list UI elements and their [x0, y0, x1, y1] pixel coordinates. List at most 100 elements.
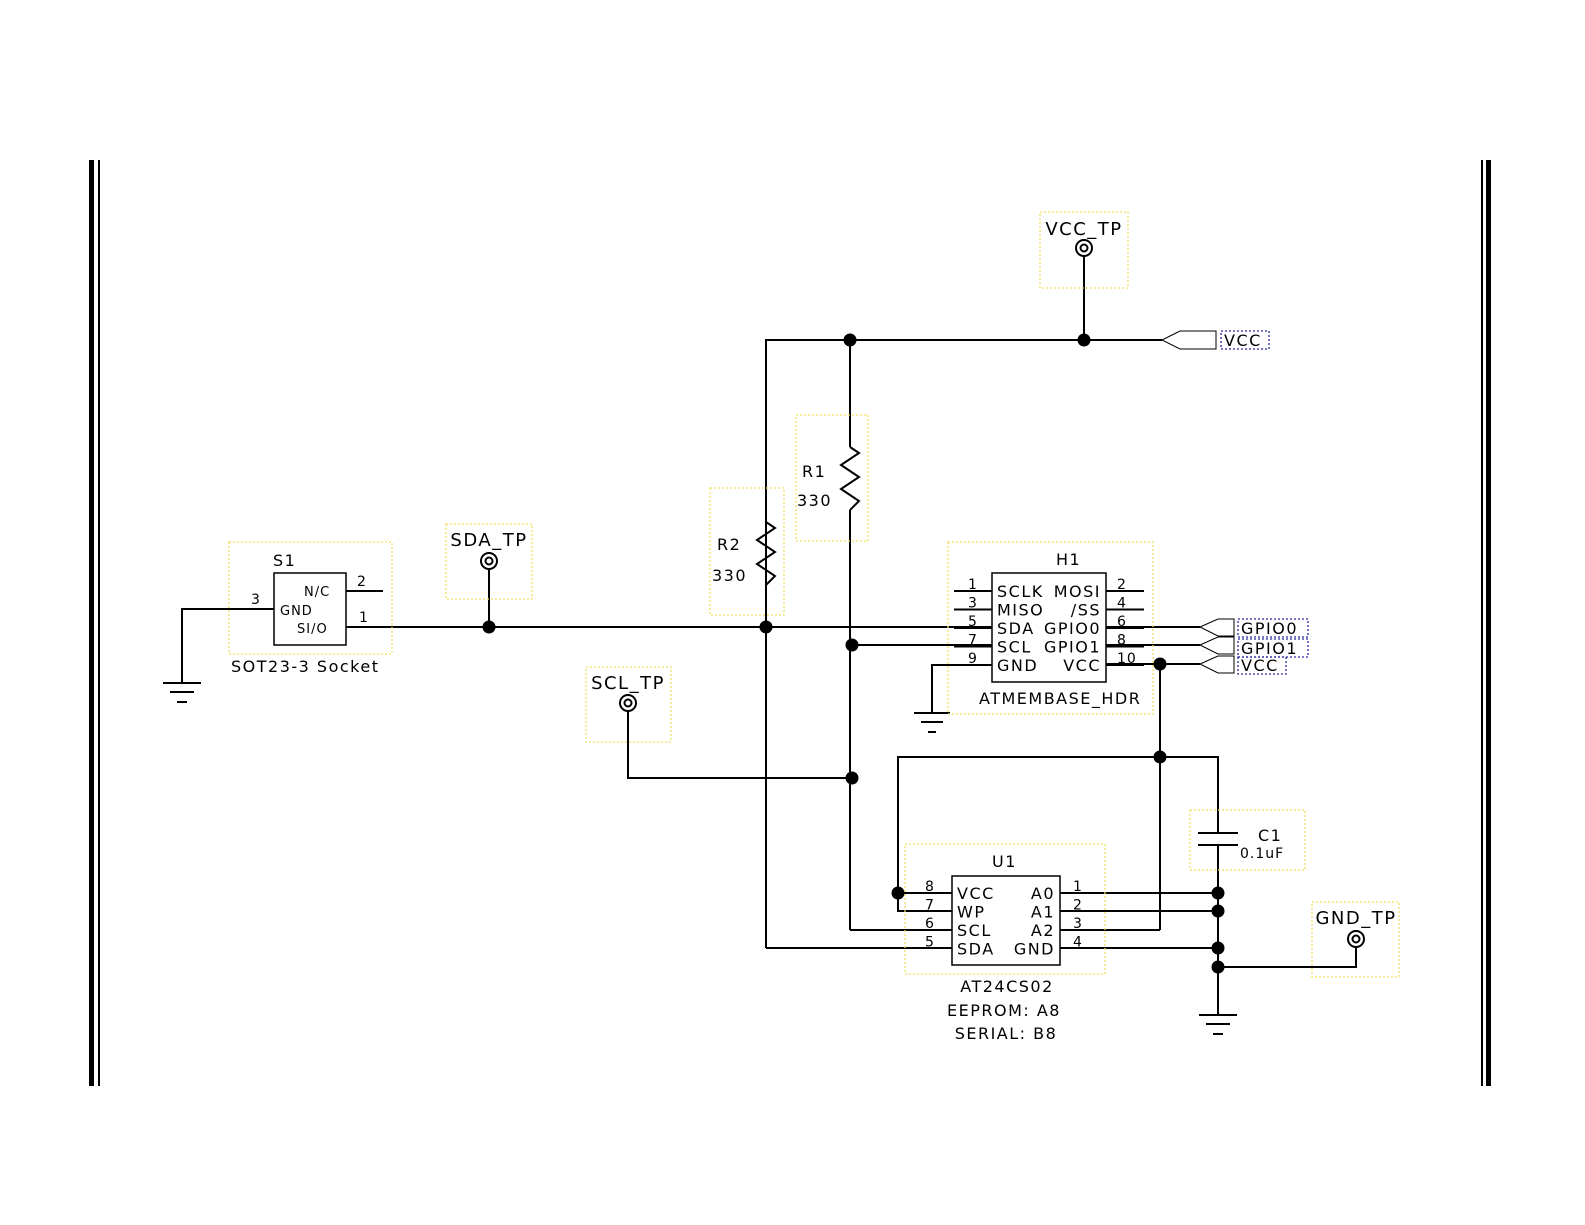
junction: [892, 887, 905, 900]
u1-pin-number: 2: [1073, 898, 1083, 914]
h1-pin-number: 3: [968, 596, 978, 612]
s1-pin-gnd: GND: [280, 604, 313, 619]
gnd-tp-wire: [1218, 946, 1356, 967]
h1-pin-name: VCC: [1063, 656, 1101, 675]
port-arrow-icon: [1200, 656, 1234, 673]
port-arrow-icon: [1200, 619, 1234, 636]
s1-pin-sio: SI/O: [297, 622, 328, 637]
u1-note-eeprom: EEPROM: A8: [947, 1001, 1061, 1020]
r2-value: 330: [712, 566, 747, 585]
u1-pin-number: 3: [1073, 916, 1083, 932]
junction: [1078, 334, 1091, 347]
port-vcc-label: VCC: [1224, 331, 1262, 350]
h1-pin-number: 5: [968, 614, 978, 630]
junction: [1212, 942, 1225, 955]
h1-pin-name: GPIO0: [1044, 619, 1101, 638]
h1-pin-name: SCL: [997, 638, 1032, 657]
h1-pin-number: 10: [1117, 651, 1137, 667]
c1-value: 0.1uF: [1240, 846, 1284, 862]
resistor-r1[interactable]: R1 330: [796, 415, 868, 541]
port-gpio1[interactable]: GPIO1: [1200, 637, 1308, 658]
h1-pin-number: 6: [1117, 614, 1127, 630]
h1-pin-number: 4: [1117, 596, 1127, 612]
h1-pin-number: 9: [968, 651, 978, 667]
h1-pin-number: 7: [968, 633, 978, 649]
r1-ref: R1: [802, 462, 826, 481]
vcc-tp-label: VCC_TP: [1045, 219, 1122, 240]
h1-pin-number: 8: [1117, 633, 1127, 649]
h1-pin-name: GND: [997, 656, 1038, 675]
wires: [182, 256, 1356, 1015]
ground-symbol-s1: [163, 683, 201, 702]
u1-pin-name: SCL: [957, 921, 992, 940]
u1-pin-name: SDA: [957, 940, 995, 959]
resistor-r2[interactable]: R2 330: [710, 488, 784, 615]
h1-pin-name: SCLK: [997, 582, 1044, 601]
sheet-border-right: [1481, 160, 1491, 1086]
u1-note-serial: SERIAL: B8: [955, 1024, 1058, 1043]
h1-ref: H1: [1056, 550, 1081, 569]
ground-symbol-main: [1199, 1015, 1237, 1034]
u1-pin-name: WP: [957, 903, 985, 922]
s1-ref: S1: [273, 551, 296, 570]
port-gpio0-label: GPIO0: [1241, 619, 1298, 638]
junction: [844, 334, 857, 347]
u1-pin-number: 4: [1073, 935, 1083, 951]
u1-pin-number: 8: [925, 879, 935, 895]
junction: [483, 621, 496, 634]
junction: [1212, 905, 1225, 918]
junction: [846, 772, 859, 785]
u1-pin-number: 1: [1073, 879, 1083, 895]
capacitor-c1[interactable]: C1 0.1uF: [1190, 810, 1305, 870]
h1-pin-number: 2: [1117, 577, 1127, 593]
port-vcc-hdr-label: VCC: [1241, 656, 1279, 675]
r1-value: 330: [797, 491, 832, 510]
u1-pin-number: 6: [925, 916, 935, 932]
u1-pin-name: A2: [1031, 921, 1055, 940]
scl-tp-label: SCL_TP: [591, 673, 665, 694]
test-point-icon: [620, 695, 636, 711]
h1-name: ATMEMBASE_HDR: [979, 689, 1141, 709]
h1-pin-number: 1: [968, 577, 978, 593]
s1-pin-num-1: 1: [359, 610, 369, 626]
junction: [846, 639, 859, 652]
junction: [760, 621, 773, 634]
port-gpio0[interactable]: GPIO0: [1200, 619, 1308, 638]
sda-tp-label: SDA_TP: [450, 530, 527, 551]
r2-ref: R2: [717, 535, 741, 554]
junction: [1212, 961, 1225, 974]
u1-pin-name: VCC: [957, 884, 995, 903]
gnd-tp-label: GND_TP: [1315, 908, 1396, 929]
junction: [1154, 751, 1167, 764]
port-vcc-hdr[interactable]: VCC: [1200, 656, 1286, 675]
s1-footprint: SOT23-3 Socket: [231, 657, 379, 676]
s1-pin-num-3: 3: [251, 592, 261, 608]
h1-pin-name: MISO: [997, 601, 1044, 620]
port-arrow-icon: [1162, 331, 1216, 349]
u1-ref: U1: [992, 852, 1017, 871]
port-vcc-top[interactable]: VCC: [1162, 331, 1269, 350]
u1-pin-number: 5: [925, 935, 935, 951]
u1-pin-name: A0: [1031, 884, 1055, 903]
scl-tp-wire: [628, 710, 850, 778]
h1-pin-name: /SS: [1071, 601, 1101, 620]
u1-pin-number: 7: [925, 898, 935, 914]
port-arrow-icon: [1200, 637, 1234, 654]
u1-part: AT24CS02: [960, 977, 1054, 996]
junctions: [483, 334, 1225, 974]
u1-pin-name: A1: [1031, 903, 1055, 922]
s1-pin-num-2: 2: [357, 574, 367, 590]
resistor-icon: [841, 447, 859, 510]
junction: [1212, 887, 1225, 900]
test-point-icon: [481, 553, 497, 569]
test-point-icon: [1348, 931, 1364, 947]
u1-vcc-loop-wire: [898, 757, 1218, 893]
h1-pin-name: SDA: [997, 619, 1035, 638]
test-point-icon: [1076, 240, 1092, 256]
h1-pin-name: GPIO1: [1044, 638, 1101, 657]
junction: [1154, 658, 1167, 671]
ground-symbol-h1: [914, 713, 950, 732]
